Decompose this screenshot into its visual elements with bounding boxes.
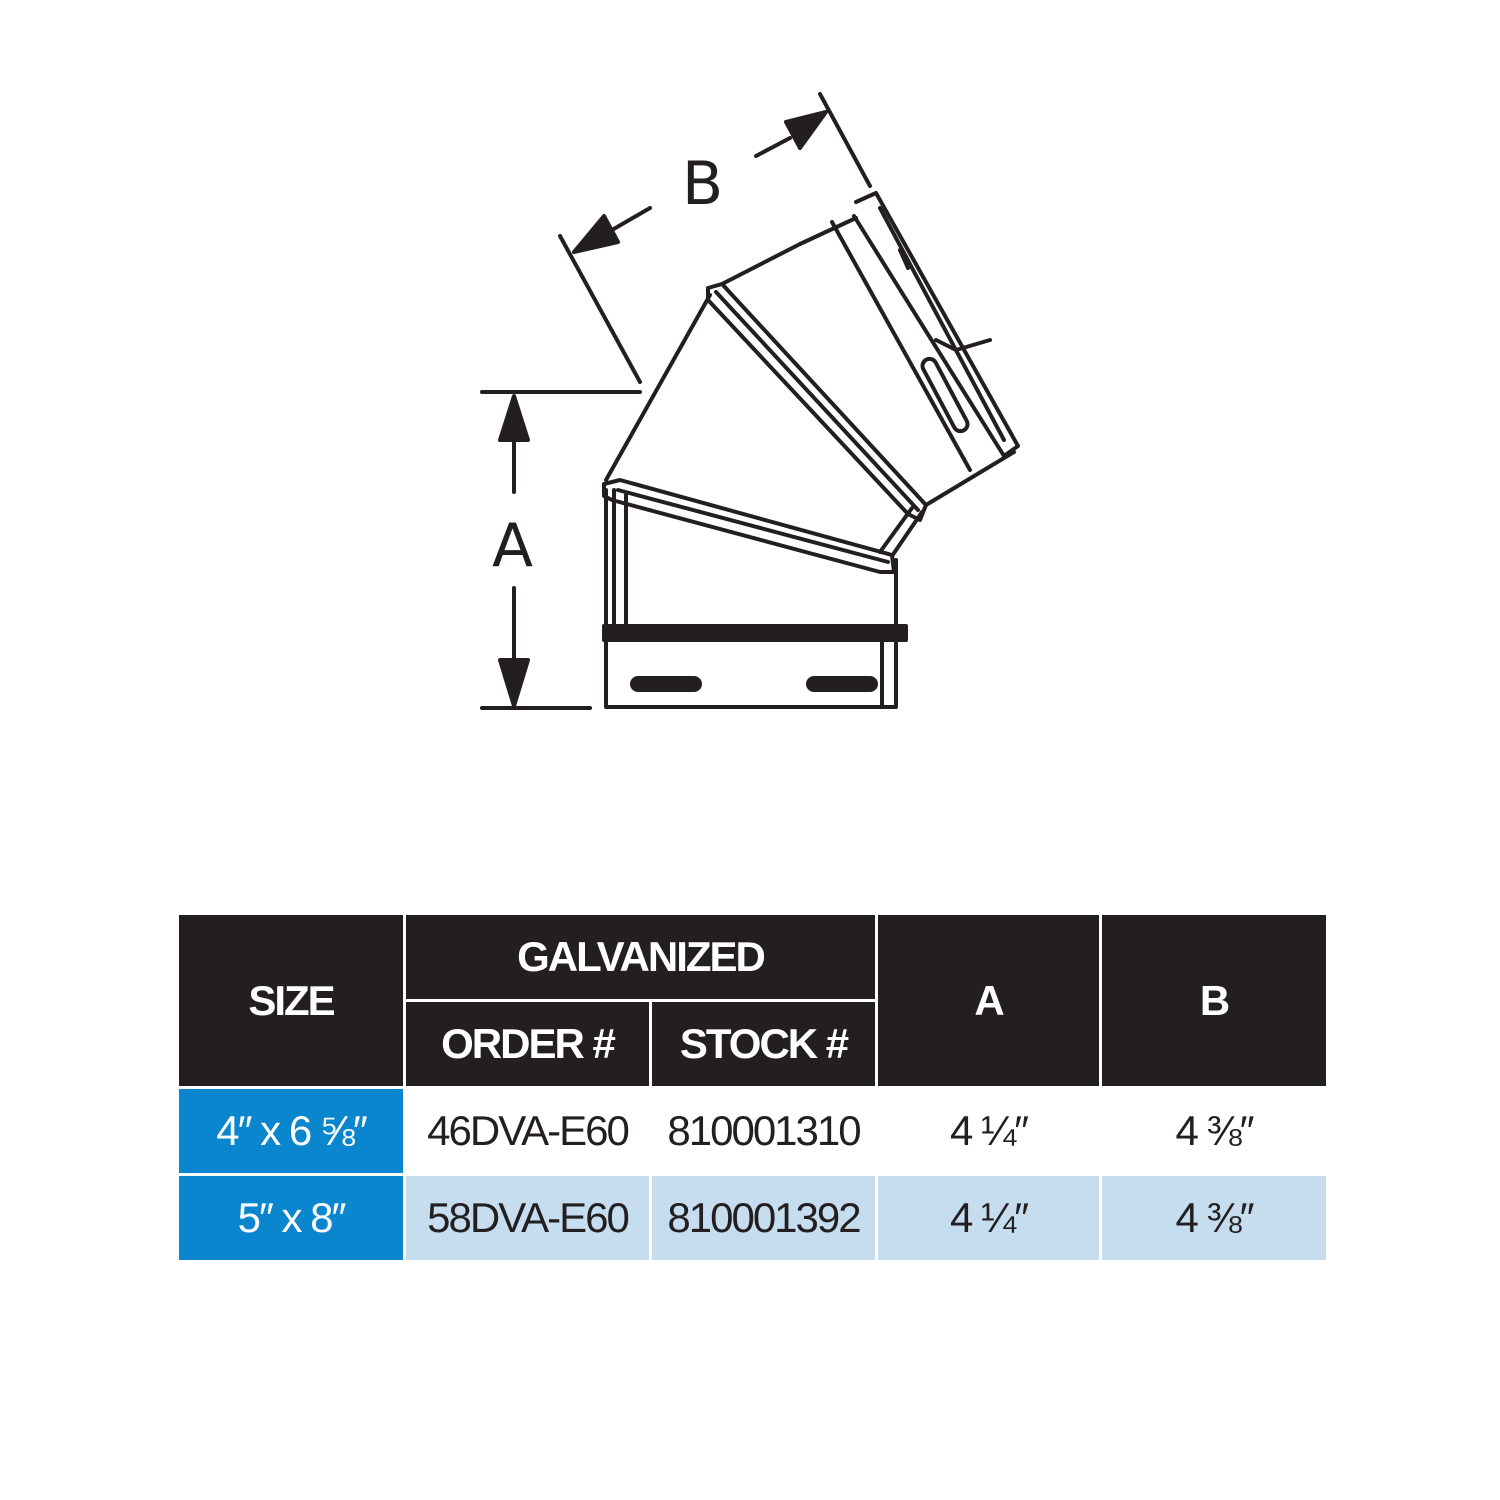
header-a: A [875, 912, 1103, 1089]
table-row: 4″ x 6 ⅝″ 46DVA-E60 810001310 4 ¼″ 4 ⅜″ [176, 1086, 1330, 1176]
dimension-a [480, 390, 642, 710]
dimension-b [558, 92, 872, 384]
upper-segment [720, 191, 1020, 507]
cell-order: 58DVA-E60 [403, 1173, 652, 1263]
elbow-diagram: A B [480, 92, 1020, 710]
middle-segment [604, 282, 928, 558]
spec-table: SIZE GALVANIZED A B ORDER # STOCK # 4″ x… [176, 912, 1330, 1263]
header-order: ORDER # [403, 999, 652, 1089]
cell-b: 4 ⅜″ [1099, 1086, 1330, 1176]
header-size: SIZE [176, 912, 406, 1089]
cell-stock: 810001310 [648, 1086, 879, 1176]
dimension-label-b: B [682, 149, 723, 219]
header-galvanized: GALVANIZED [402, 912, 879, 1002]
cell-a: 4 ¼″ [875, 1173, 1103, 1263]
slot-left [630, 676, 702, 692]
cell-a: 4 ¼″ [875, 1086, 1103, 1176]
bottom-collar [602, 624, 908, 709]
slot-right [806, 676, 878, 692]
table-row: 5″ x 8″ 58DVA-E60 810001392 4 ¼″ 4 ⅜″ [176, 1173, 1330, 1263]
cell-size: 5″ x 8″ [176, 1173, 406, 1263]
header-b: B [1099, 912, 1330, 1089]
cell-b: 4 ⅜″ [1099, 1173, 1330, 1263]
lower-segment [602, 478, 898, 628]
cell-stock: 810001392 [648, 1173, 879, 1263]
dimension-label-a: A [492, 511, 533, 581]
cell-size: 4″ x 6 ⅝″ [176, 1086, 406, 1176]
cell-order: 46DVA-E60 [403, 1086, 652, 1176]
header-stock: STOCK # [648, 999, 879, 1089]
